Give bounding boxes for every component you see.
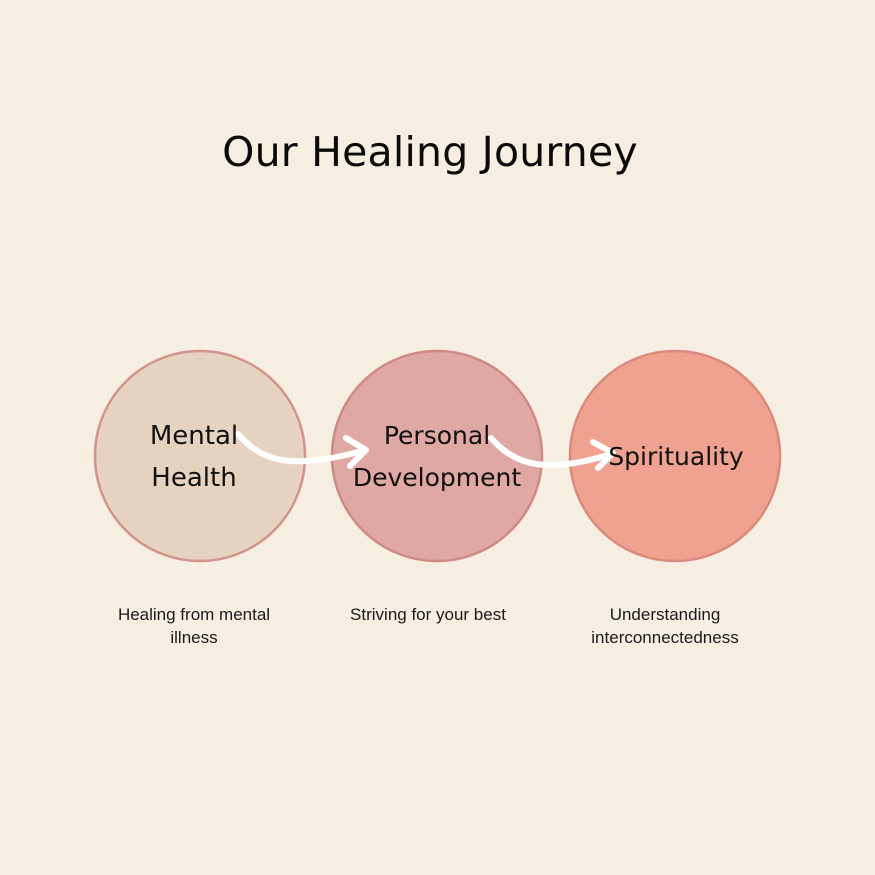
stage-circle-spirituality xyxy=(568,349,782,563)
connector-arrow-1 xyxy=(235,431,369,469)
stage-label-spirituality: Spirituality xyxy=(576,436,776,478)
stage-caption-mental-health: Healing from mental illness xyxy=(117,605,271,647)
stage-label-line-1: Spirituality xyxy=(608,442,744,471)
stage-label-line-2: Development xyxy=(352,463,522,492)
stage-label-line-1: Personal xyxy=(383,421,491,450)
connector-arrow-2 xyxy=(488,435,616,471)
stage-label-line-2: Health xyxy=(151,463,237,493)
stage-label-mental-health: Mental Health xyxy=(100,415,288,499)
stage-caption-personal-development: Striving for your best xyxy=(350,605,506,624)
stage-label-line-1: Mental xyxy=(149,421,239,451)
stage-circle-mental-health xyxy=(93,349,307,563)
page-title: Our Healing Journey xyxy=(222,128,638,176)
stage-caption-spirituality: Understanding interconnectedness xyxy=(591,605,739,647)
stage-label-personal-development: Personal Development xyxy=(337,415,537,499)
